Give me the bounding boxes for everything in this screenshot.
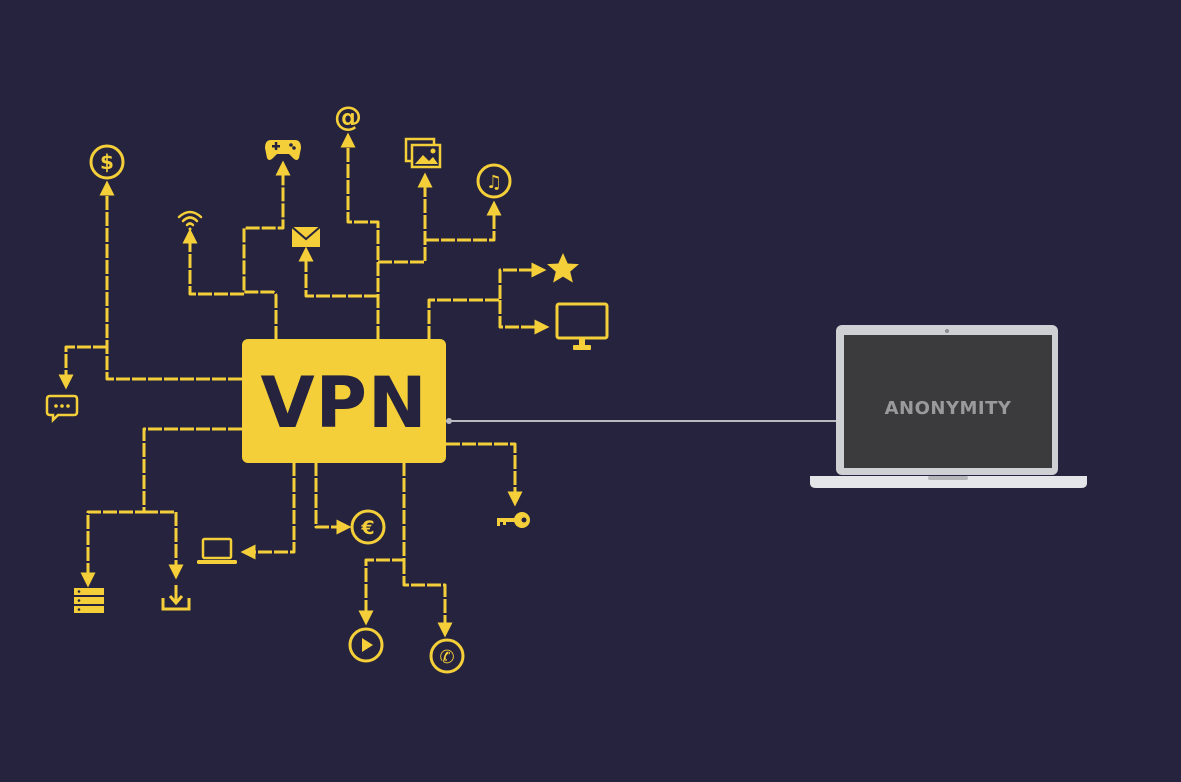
line-to-at [340,132,380,340]
laptop-screen-text: ANONYMITY [885,398,1012,419]
at-sign-icon: @ [334,100,362,133]
link-dot [446,418,452,424]
svg-text:♫: ♫ [486,172,502,193]
photos-icon [404,137,442,169]
line-to-key [446,442,523,507]
line-to-dollar [99,180,242,381]
euro-icon: € [350,509,386,545]
svg-text:@: @ [334,100,362,133]
laptop-base [810,476,1087,488]
line-to-chat [58,345,107,390]
line-to-gamepad [242,160,291,340]
laptop-notch [928,476,968,480]
line-to-laptop [240,462,296,560]
wifi-icon [177,210,203,231]
svg-text:$: $ [100,150,114,174]
play-icon [348,627,384,663]
download-icon [161,585,191,611]
laptop: ANONYMITY [810,325,1087,488]
line-to-photos [378,172,433,264]
line-to-monitor [498,300,550,335]
music-icon: ♫ [476,163,512,199]
line-to-euro [314,462,352,535]
server-icon [74,588,104,613]
dollar-icon: $ [89,144,125,180]
chat-icon [45,394,79,424]
vpn-label: VPN [260,362,427,444]
laptop-icon [197,537,237,564]
laptop-screen [844,335,1052,468]
line-to-download [144,510,184,580]
line-to-music [425,200,502,242]
phone-icon: ✆ [429,638,465,674]
star-icon [547,253,579,283]
vpn-box: VPN [242,339,446,463]
mail-icon [291,226,321,247]
line-to-wifi [182,228,244,296]
gamepad-icon [265,140,301,160]
laptop-camera [945,329,949,333]
line-to-phone [402,560,453,638]
line-to-mail [298,246,378,298]
line-to-play [358,462,406,626]
line-to-star [427,262,547,340]
monitor-icon [555,302,609,350]
svg-text:✆: ✆ [439,647,454,668]
svg-text:€: € [360,517,374,539]
connection-lines [58,132,550,638]
key-icon [497,512,530,528]
